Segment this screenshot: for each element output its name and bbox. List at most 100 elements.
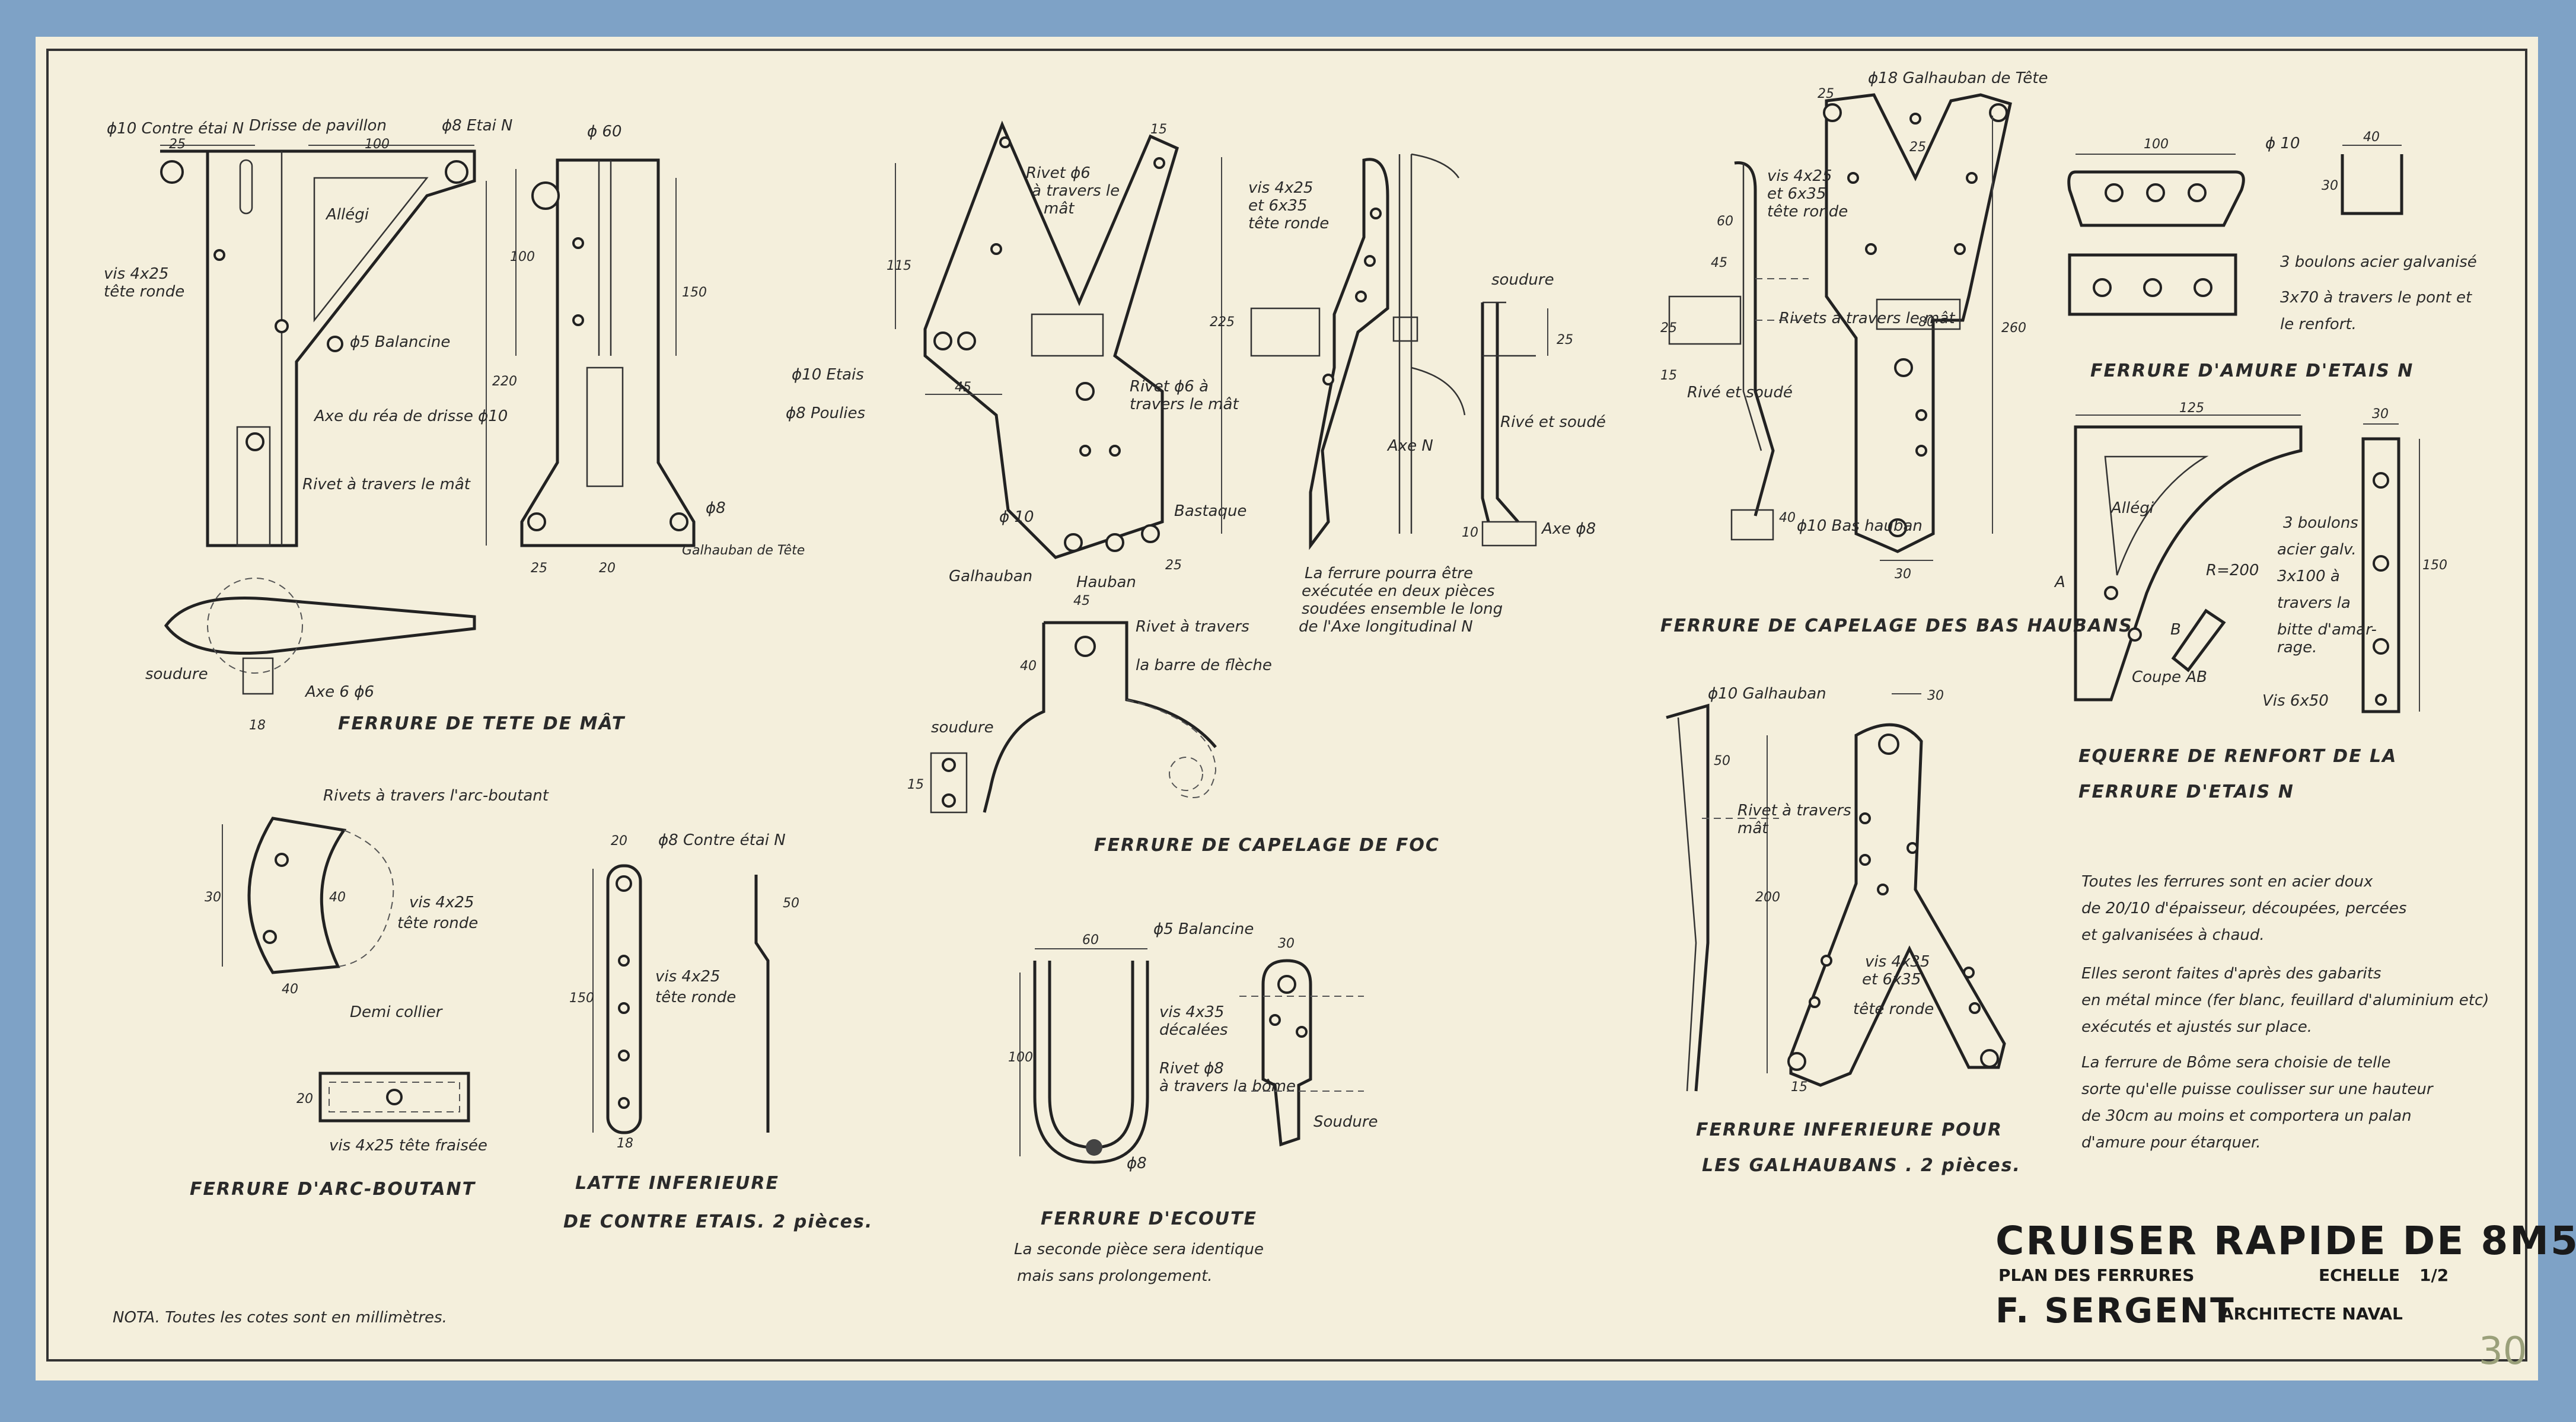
- dim-label: 150: [569, 991, 594, 1006]
- side-profile: [1309, 158, 1389, 550]
- vis-hole: [1865, 243, 1877, 255]
- a-label: A: [2054, 573, 2065, 591]
- ecoute-note-2: mais sans prolongement.: [1017, 1267, 1213, 1285]
- galhauban-hole: [669, 512, 688, 531]
- vis-4x35-label: vis 4x35: [1159, 1003, 1224, 1021]
- et-6x35-label: et 6x35: [1248, 197, 1307, 215]
- vis-hole: [1954, 243, 1966, 255]
- capelage-note-3: soudées ensemble le long: [1302, 600, 1503, 618]
- coupe-ab: [2171, 608, 2226, 672]
- capelage-slot: [1031, 313, 1104, 357]
- phi10-label: ϕ 10: [999, 508, 1034, 526]
- rivets-mat-label: Rivets à travers le mât: [1779, 310, 1955, 327]
- mast-curve-lower: [1411, 366, 1466, 416]
- galhauban-10-label: ϕ10 Galhauban: [1708, 685, 1826, 703]
- rivet-hole: [213, 249, 225, 261]
- dim-label: 20: [611, 834, 627, 849]
- arc-boutant-plan: [318, 1072, 470, 1123]
- dim-label: 30: [1278, 936, 1295, 951]
- ecoute-u-inner: [1048, 961, 1134, 1149]
- rivet-hole: [275, 319, 289, 333]
- sheet-number: 30: [2479, 1329, 2527, 1373]
- vis-4x35-c-label: vis 4x35: [1865, 953, 1930, 971]
- latte-inferieure: 20 ϕ8 Contre étai N 150 vis 4x25 tête ro…: [563, 831, 873, 1232]
- allegi-cutout: [313, 177, 429, 323]
- note-line: exécutés et ajustés sur place.: [2081, 1018, 2312, 1036]
- dim-label: 25: [531, 561, 547, 576]
- rivet-hole: [275, 853, 289, 867]
- tete-ronde-latte-label: tête ronde: [655, 989, 736, 1006]
- amure-side: [2067, 170, 2245, 227]
- small-profile: [1481, 302, 1490, 522]
- capelage-note-4: de l'Axe longitudinal N: [1299, 618, 1473, 636]
- vis-hole: [1859, 854, 1871, 866]
- rivet-hole: [1075, 636, 1096, 657]
- equerre-side: [2361, 437, 2400, 713]
- dim-label: 40: [329, 890, 346, 905]
- soudure-hole: [942, 758, 956, 772]
- dim-label: 15: [907, 777, 924, 792]
- capelage-note-1: La ferrure pourra être: [1305, 565, 1473, 582]
- caption-arc-boutant: FERRURE D'ARC-BOUTANT: [190, 1179, 476, 1200]
- caption-ecoute: FERRURE D'ECOUTE: [1041, 1209, 1257, 1229]
- balancine-side-hole: [1277, 975, 1296, 994]
- phi10-amure-label: ϕ 10: [2265, 135, 2300, 152]
- caption-latte-2: DE CONTRE ETAIS. 2 pièces.: [563, 1211, 873, 1232]
- vis-hole: [1355, 291, 1367, 302]
- dim-label: 10: [1462, 525, 1478, 540]
- boulon-hole: [2104, 586, 2118, 600]
- contre-etai-label: ϕ10 Contre étai N: [107, 120, 244, 138]
- ecoute-note-1: La seconde pièce sera identique: [1014, 1241, 1264, 1258]
- axe-n-label: Axe N: [1386, 437, 1433, 455]
- travers-la-label: travers la: [2277, 594, 2351, 612]
- allegi-label: Allégi: [325, 206, 369, 224]
- arc-boutant-outline: [247, 817, 347, 974]
- travers-mat-label: travers le mât: [1130, 396, 1239, 413]
- dim-label: 15: [1660, 368, 1677, 383]
- bas-hauban-hole: [1888, 518, 1907, 537]
- boulons-3-label: 3 boulons acier galvanisé: [2280, 253, 2477, 271]
- vis-latte-label: vis 4x25: [655, 968, 720, 986]
- note-line: de 30cm au moins et comportera un palan: [2081, 1107, 2412, 1125]
- equerre-allegi: [2104, 455, 2209, 576]
- barre-fleche-label: la barre de flèche: [1136, 656, 1272, 674]
- mat-label: mât: [1044, 200, 1075, 218]
- balancine-hole: [327, 336, 343, 352]
- small-profile-2: [1496, 302, 1519, 523]
- tete-ronde-label: tête ronde: [104, 283, 184, 301]
- boulon-hole: [2188, 183, 2207, 202]
- rivet-mat-label: Rivet à travers le mât: [302, 476, 471, 493]
- caption-tete-de-mat: FERRURE DE TETE DE MÂT: [338, 713, 626, 734]
- vis-hole: [618, 1097, 630, 1109]
- soudure-c-label: Soudure: [1313, 1113, 1378, 1131]
- title-block: CRUISER RAPIDE DE 8M50 PLAN DES FERRURES…: [1995, 1218, 2576, 1331]
- tete-mat-front-outline: [520, 158, 696, 547]
- plan-label: PLAN DES FERRURES: [1998, 1265, 2194, 1285]
- vis-hole: [1915, 445, 1927, 457]
- dim-label: 40: [282, 982, 298, 997]
- bas-side-base: [1730, 509, 1774, 541]
- note-line: Toutes les ferrures sont en acier doux: [2081, 873, 2373, 891]
- rivet-6-label: Rivet ϕ6: [1026, 164, 1091, 182]
- vis-hole: [1963, 967, 1975, 978]
- balancine-rivet: [1086, 1139, 1102, 1156]
- ecoute-side: [1261, 959, 1312, 1147]
- boulon-hole: [2093, 278, 2112, 297]
- rivet-travers-mat-label: Rivet à travers: [1737, 802, 1851, 820]
- le-mat-label: mât: [1737, 820, 1768, 837]
- caption-equerre-2: FERRURE D'ETAIS N: [2078, 782, 2294, 802]
- dim-label: 30: [1927, 688, 1944, 703]
- dim-label: 80: [1918, 315, 1935, 330]
- bastaque-label: Bastaque: [1174, 502, 1246, 520]
- vis-hole: [1909, 113, 1921, 125]
- tete-ronde-c-label: tête ronde: [1767, 203, 1848, 221]
- rivet-travers-label: Rivet à travers: [1136, 618, 1249, 636]
- x100-label: 3x100 à: [2277, 567, 2340, 585]
- scale-label: ECHELLE: [2319, 1265, 2400, 1285]
- bitte-label: bitte d'amar-: [2277, 621, 2377, 639]
- sheet-frame: [46, 49, 2527, 1362]
- note-line: La ferrure de Bôme sera choisie de telle: [2081, 1054, 2391, 1072]
- dim-label: 50: [1714, 754, 1730, 769]
- contre-etai-hole: [616, 875, 632, 892]
- boulon-hole: [2128, 627, 2142, 642]
